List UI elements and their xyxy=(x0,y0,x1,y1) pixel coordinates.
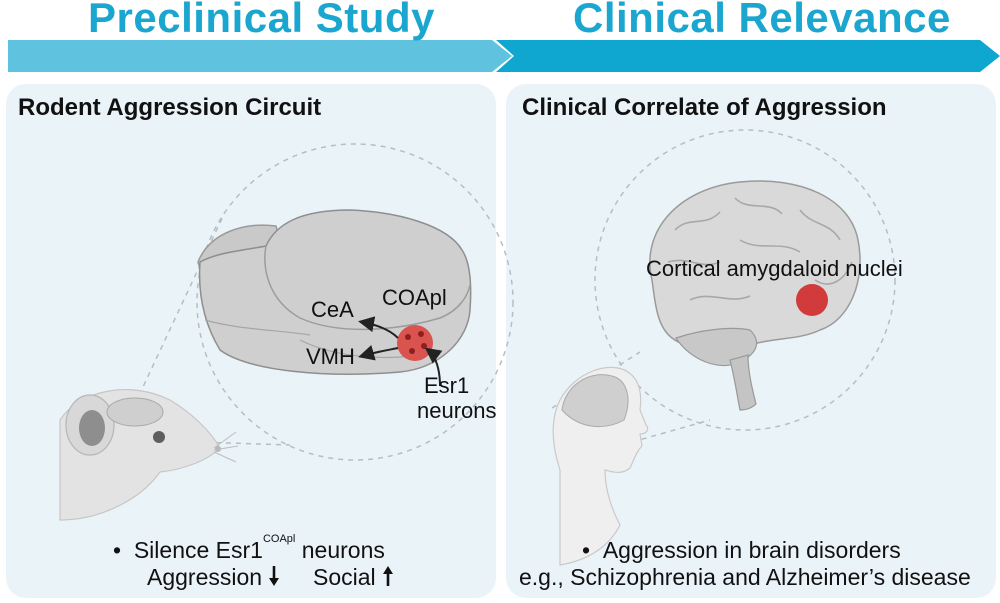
silence-text: Silence Esr1 xyxy=(133,537,263,563)
zoom-circle-left xyxy=(134,143,514,461)
aggression-disorders-text: Aggression in brain disorders xyxy=(602,537,901,563)
down-arrow-icon xyxy=(269,566,280,586)
label-neurons: neurons xyxy=(417,398,497,423)
arrow-to-vmh xyxy=(358,345,399,361)
label-cea: CeA xyxy=(311,297,354,322)
arrow-esr1-pointer xyxy=(424,347,443,387)
social-label: Social xyxy=(313,564,376,590)
label-vmh: VMH xyxy=(306,344,355,369)
header-clinical: Clinical Relevance xyxy=(573,0,951,41)
left-panel-title: Rodent Aggression Circuit xyxy=(18,94,322,121)
banner-arrow-left xyxy=(8,40,512,72)
header-preclinical: Preclinical Study xyxy=(88,0,435,41)
esr1-neurons-cluster xyxy=(397,325,433,361)
mouse-illustration xyxy=(59,389,239,521)
right-panel-title: Clinical Correlate of Aggression xyxy=(522,94,887,121)
bullet-dot: • xyxy=(113,537,122,563)
effect-aggression: Aggression xyxy=(147,564,280,591)
silence-superscript: COApl xyxy=(262,533,296,545)
right-bullet: • Aggression in brain disorders xyxy=(582,537,901,564)
effect-social: Social xyxy=(313,564,394,591)
label-esr1: Esr1 xyxy=(424,373,470,398)
disease-examples: e.g., Schizophrenia and Alzheimer’s dise… xyxy=(519,564,971,590)
aggression-label: Aggression xyxy=(147,564,263,590)
banner-arrow-right xyxy=(496,40,1000,72)
silence-suffix: neurons xyxy=(295,537,385,563)
arrow-to-cea xyxy=(358,316,399,339)
label-cortical-amygdaloid: Cortical amygdaloid nuclei xyxy=(646,256,903,281)
up-arrow-icon xyxy=(383,566,394,586)
label-coapl: COApl xyxy=(382,285,447,310)
bullet-dot: • xyxy=(582,537,591,563)
human-brain-illustration xyxy=(649,180,861,411)
human-head-illustration xyxy=(552,366,649,566)
left-bullet: • Silence Esr1COApl neurons xyxy=(113,533,385,564)
